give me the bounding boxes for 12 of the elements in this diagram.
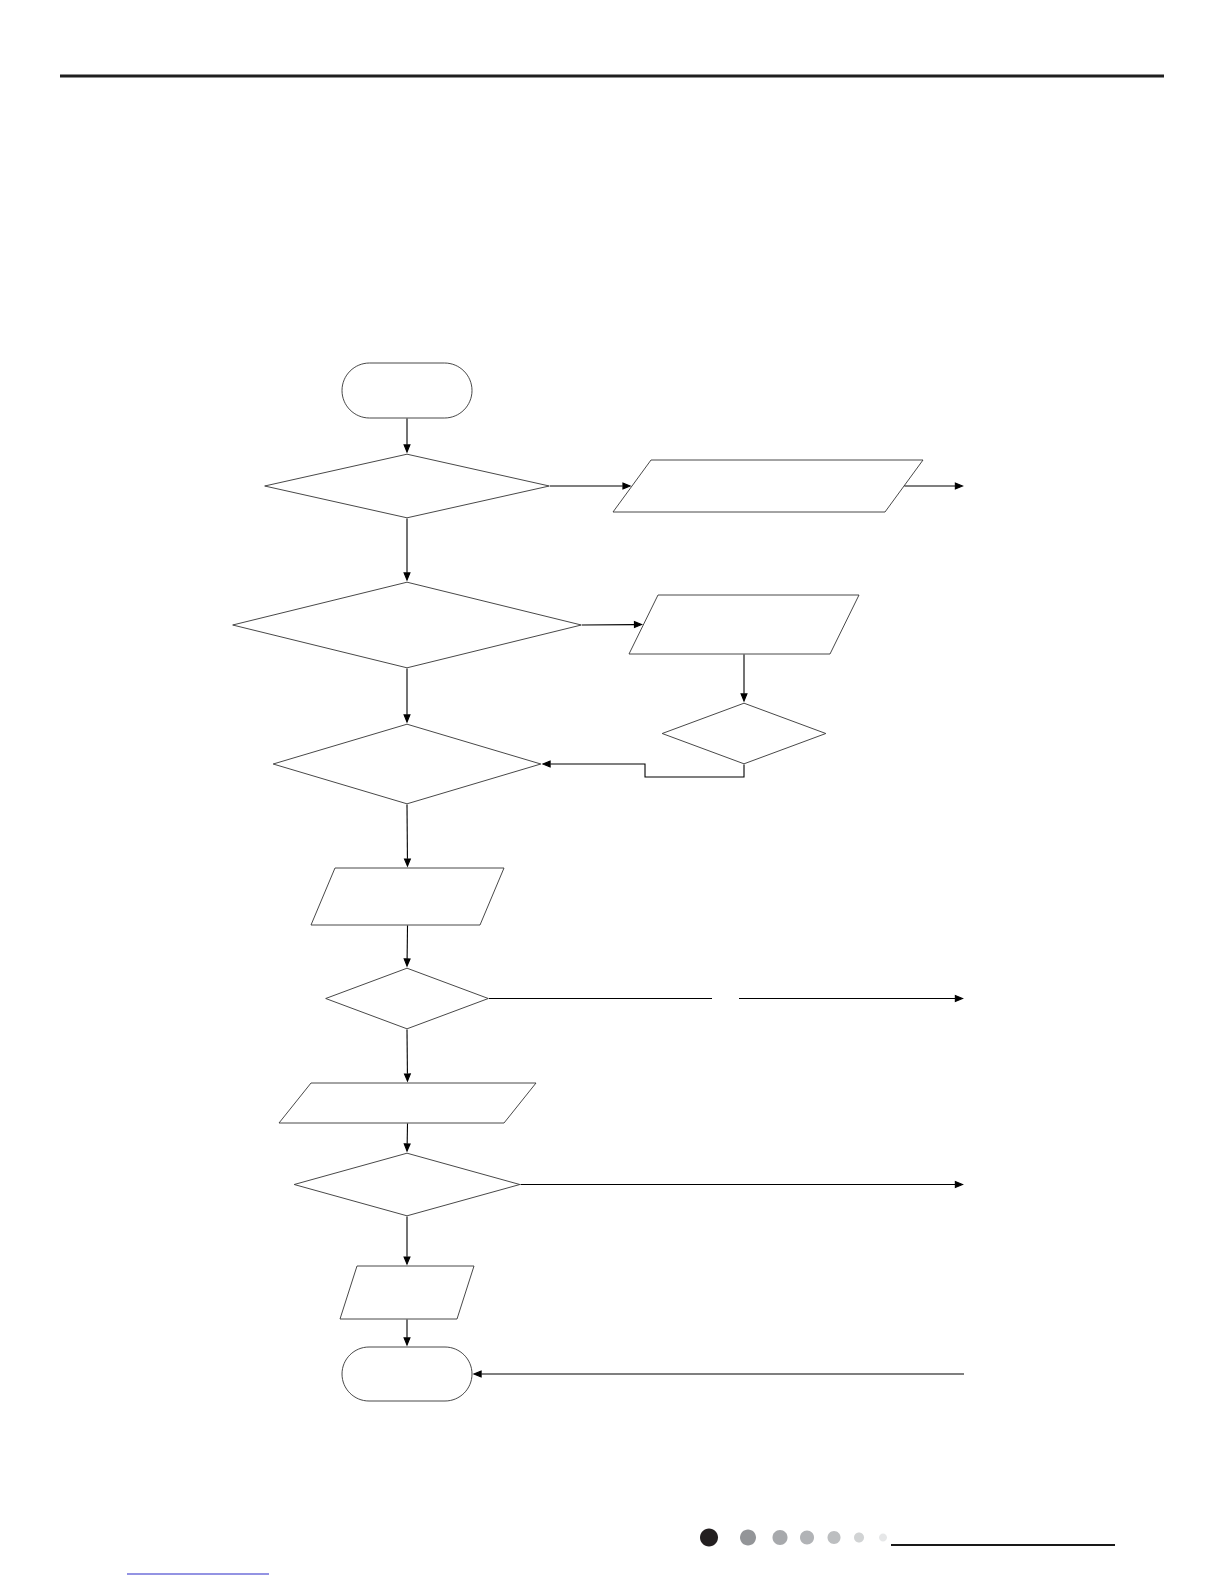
decision-diamond <box>272 723 542 805</box>
data-parallelogram <box>278 1082 537 1124</box>
decision-diamond <box>325 967 489 1030</box>
data-parallelogram <box>612 459 924 513</box>
arrow <box>903 482 964 490</box>
data-parallelogram <box>339 1265 475 1320</box>
decision-diamond <box>232 581 582 669</box>
decision-diamond <box>293 1152 521 1217</box>
data-parallelogram <box>310 867 505 926</box>
data-parallelogram <box>628 594 860 655</box>
decision-diamond <box>661 702 827 765</box>
decision-diamond <box>264 453 550 519</box>
